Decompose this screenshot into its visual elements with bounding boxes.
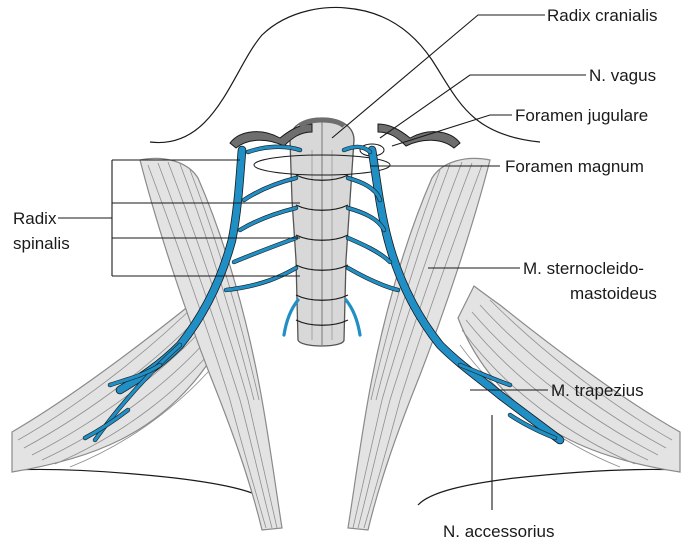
spinal-cord — [290, 118, 354, 346]
label-radix-cranialis: Radix cranialis — [547, 6, 658, 25]
label-foramen-magnum: Foramen magnum — [505, 157, 644, 176]
label-radix-spinalis-line2: spinalis — [13, 234, 70, 253]
label-m-sternocleido-line2: mastoideus — [570, 284, 657, 303]
label-n-vagus: N. vagus — [589, 66, 656, 85]
label-m-sternocleido-line1: M. sternocleido- — [523, 259, 644, 278]
label-foramen-jugulare: Foramen jugulare — [515, 106, 648, 125]
label-radix-spinalis-line1: Radix — [13, 209, 57, 228]
shoulder-outline — [12, 469, 680, 505]
label-n-accessorius: N. accessorius — [443, 522, 554, 541]
label-m-trapezius: M. trapezius — [551, 381, 644, 400]
